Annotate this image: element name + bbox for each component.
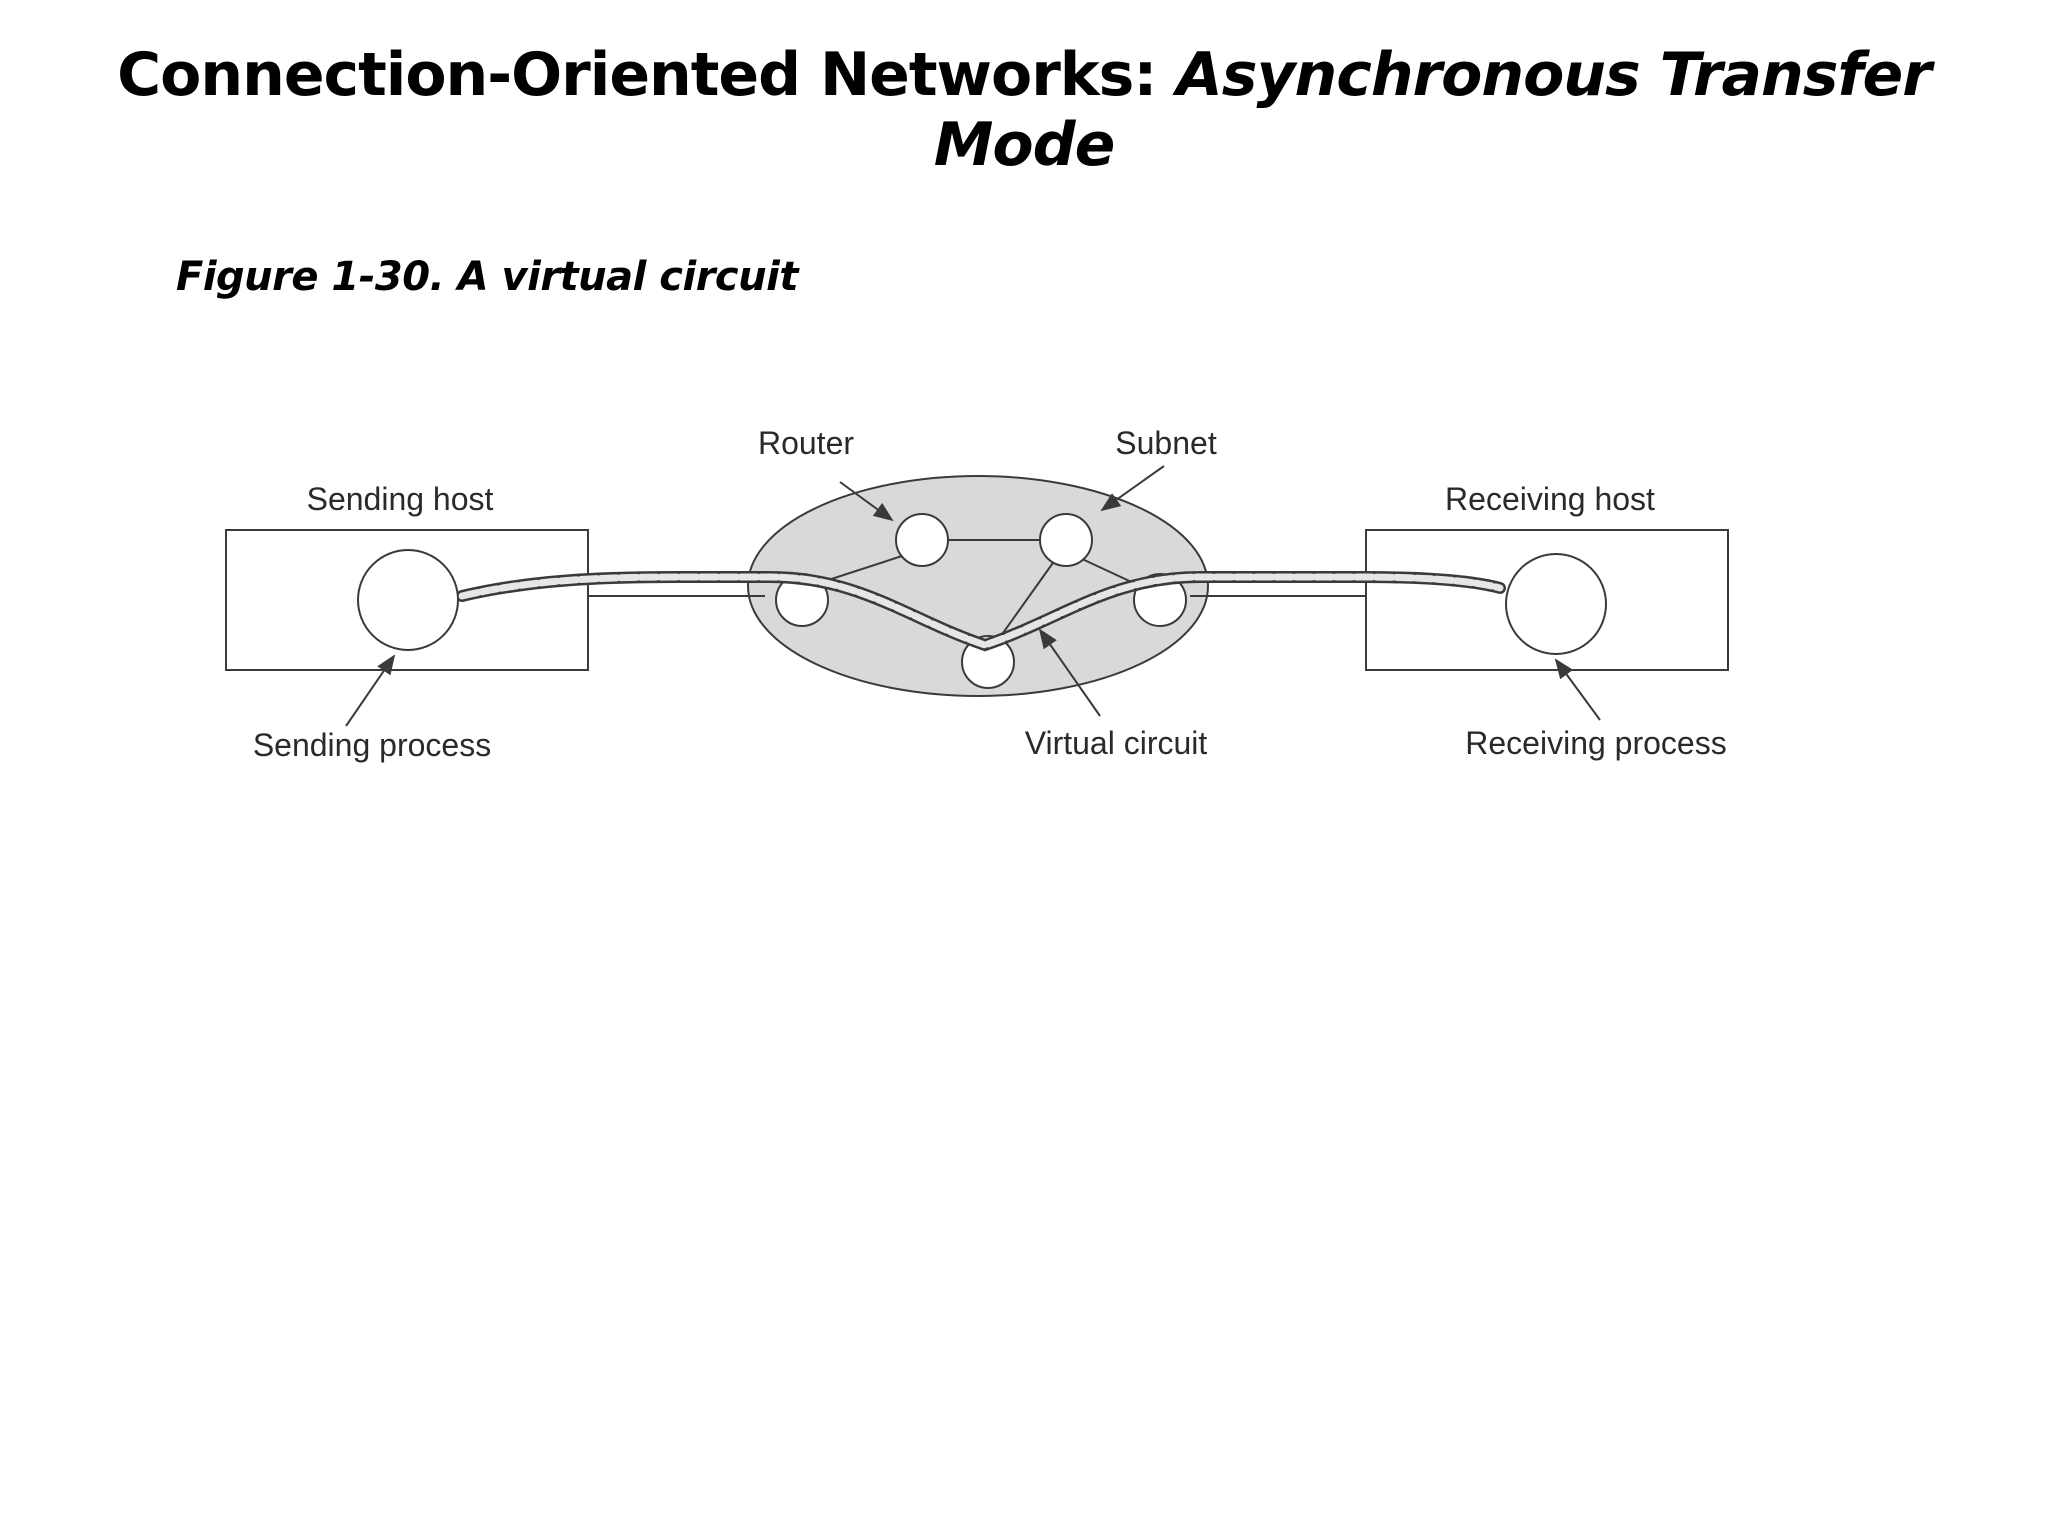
router-top-left	[895, 513, 949, 567]
title-sub: Asynchronous Transfer Mode	[933, 40, 1932, 180]
subnet-ellipse	[747, 475, 1209, 697]
virtual-circuit-label: Virtual circuit	[1025, 725, 1208, 761]
sending-process-circle	[357, 549, 459, 651]
receiving-process-arrow	[1554, 658, 1601, 721]
link-router-top-right-bottom	[997, 559, 1056, 641]
sending-host-label: Sending host	[307, 481, 494, 517]
figure-caption: Figure 1-30. A virtual circuit	[176, 254, 798, 300]
receiving-process-label: Receiving process	[1465, 725, 1726, 761]
subnet-arrow	[1100, 465, 1165, 512]
virtual-circuit-arrow	[1038, 628, 1101, 717]
title-main: Connection-Oriented Networks:	[117, 40, 1157, 110]
router-label: Router	[758, 425, 854, 461]
router-arrow	[839, 481, 894, 522]
sending-process-label: Sending process	[253, 727, 491, 763]
router-bottom	[961, 635, 1015, 689]
router-top-right	[1039, 513, 1093, 567]
receiving-process-circle	[1505, 553, 1607, 655]
subnet-label: Subnet	[1115, 425, 1217, 461]
link-router-top-right-right	[1079, 557, 1139, 586]
slide-title: Connection-Oriented Networks: Asynchrono…	[100, 40, 1948, 180]
sending-process-arrow	[345, 654, 396, 727]
receiving-host-label: Receiving host	[1445, 481, 1655, 517]
virtual-circuit-path-inner	[458, 573, 1504, 649]
